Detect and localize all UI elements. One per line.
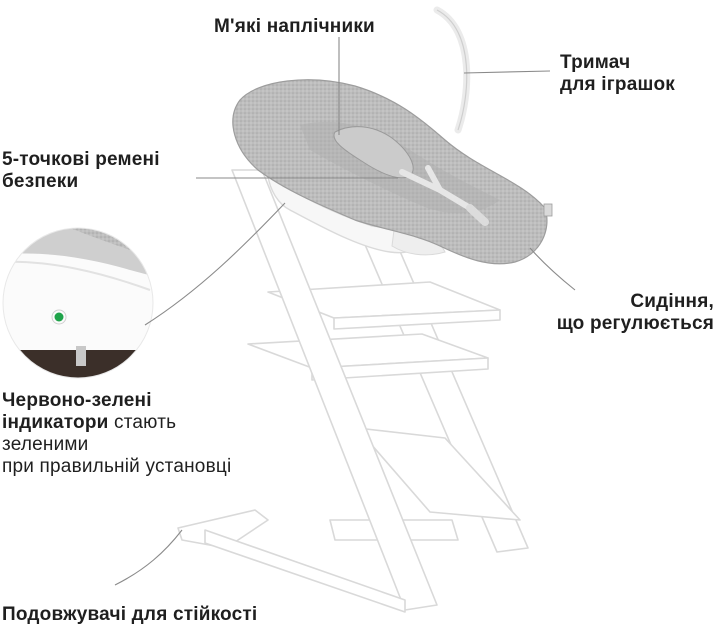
seat-label: Сидіння, що регулюється: [494, 291, 714, 335]
newborn-seat: [232, 79, 553, 265]
toy-holder-label-line1: Тримач: [560, 52, 631, 73]
indicators-label-line4: при правильній установці: [2, 456, 232, 477]
seat-label-line2: що регулюється: [556, 313, 714, 334]
indicators-label: Червоно-зелені індикатори стають зеленим…: [2, 390, 231, 478]
seat-label-line1: Сидіння,: [630, 291, 714, 312]
harness-label-line2: безпеки: [2, 171, 79, 192]
toy-holder-label-line2: для іграшок: [560, 74, 676, 95]
harness-label-line1: 5-точкові ремені: [2, 149, 160, 170]
toy-holder-arch: [433, 6, 471, 134]
leader-lines: [114, 37, 576, 586]
indicators-label-line3: зеленими: [2, 434, 89, 455]
indicators-label-bold: індикатори: [2, 412, 109, 433]
indicator-closeup-icon: [2, 227, 154, 379]
headrest-label: М'які наплічники: [214, 16, 375, 37]
toy-holder-label: Тримач для іграшок: [560, 52, 675, 96]
harness-label: 5-точкові ремені безпеки: [2, 149, 160, 193]
indicators-label-rest: стають: [108, 412, 177, 433]
chair-frame: [177, 169, 529, 613]
extenders-label: Подовжувачі для стійкості: [2, 604, 258, 625]
indicators-label-line1: Червоно-зелені: [2, 390, 152, 411]
indicators-label-line2: індикатори стають: [2, 412, 231, 434]
